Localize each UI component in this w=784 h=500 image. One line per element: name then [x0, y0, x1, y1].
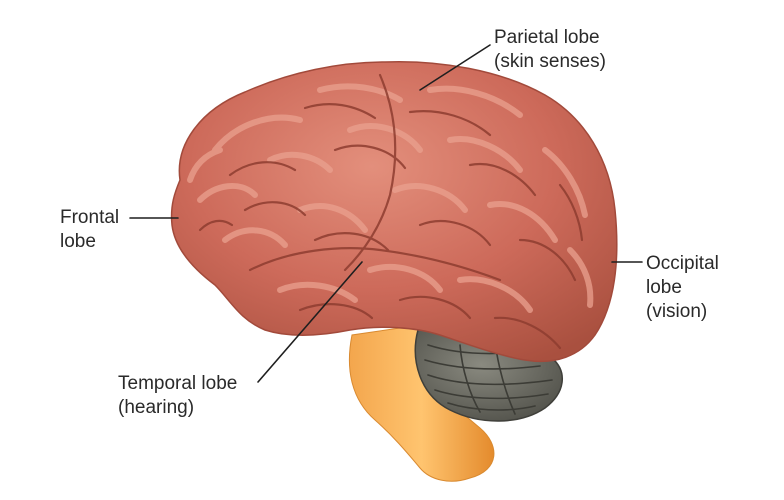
label-temporal-lobe: Temporal lobe (hearing) — [118, 372, 237, 420]
label-frontal-lobe: Frontal lobe — [60, 206, 119, 254]
label-temporal-line1: Temporal lobe — [118, 372, 237, 396]
label-occipital-line1: Occipital — [646, 252, 719, 276]
label-frontal-line1: Frontal — [60, 206, 119, 230]
label-temporal-line2: (hearing) — [118, 396, 237, 420]
label-occipital-lobe: Occipital lobe (vision) — [646, 252, 719, 324]
label-parietal-line2: (skin senses) — [494, 50, 606, 74]
label-parietal-lobe: Parietal lobe (skin senses) — [494, 26, 606, 74]
label-occipital-line3: (vision) — [646, 300, 719, 324]
label-occipital-line2: lobe — [646, 276, 719, 300]
label-parietal-line1: Parietal lobe — [494, 26, 606, 50]
label-frontal-line2: lobe — [60, 230, 119, 254]
cerebrum — [172, 62, 617, 362]
